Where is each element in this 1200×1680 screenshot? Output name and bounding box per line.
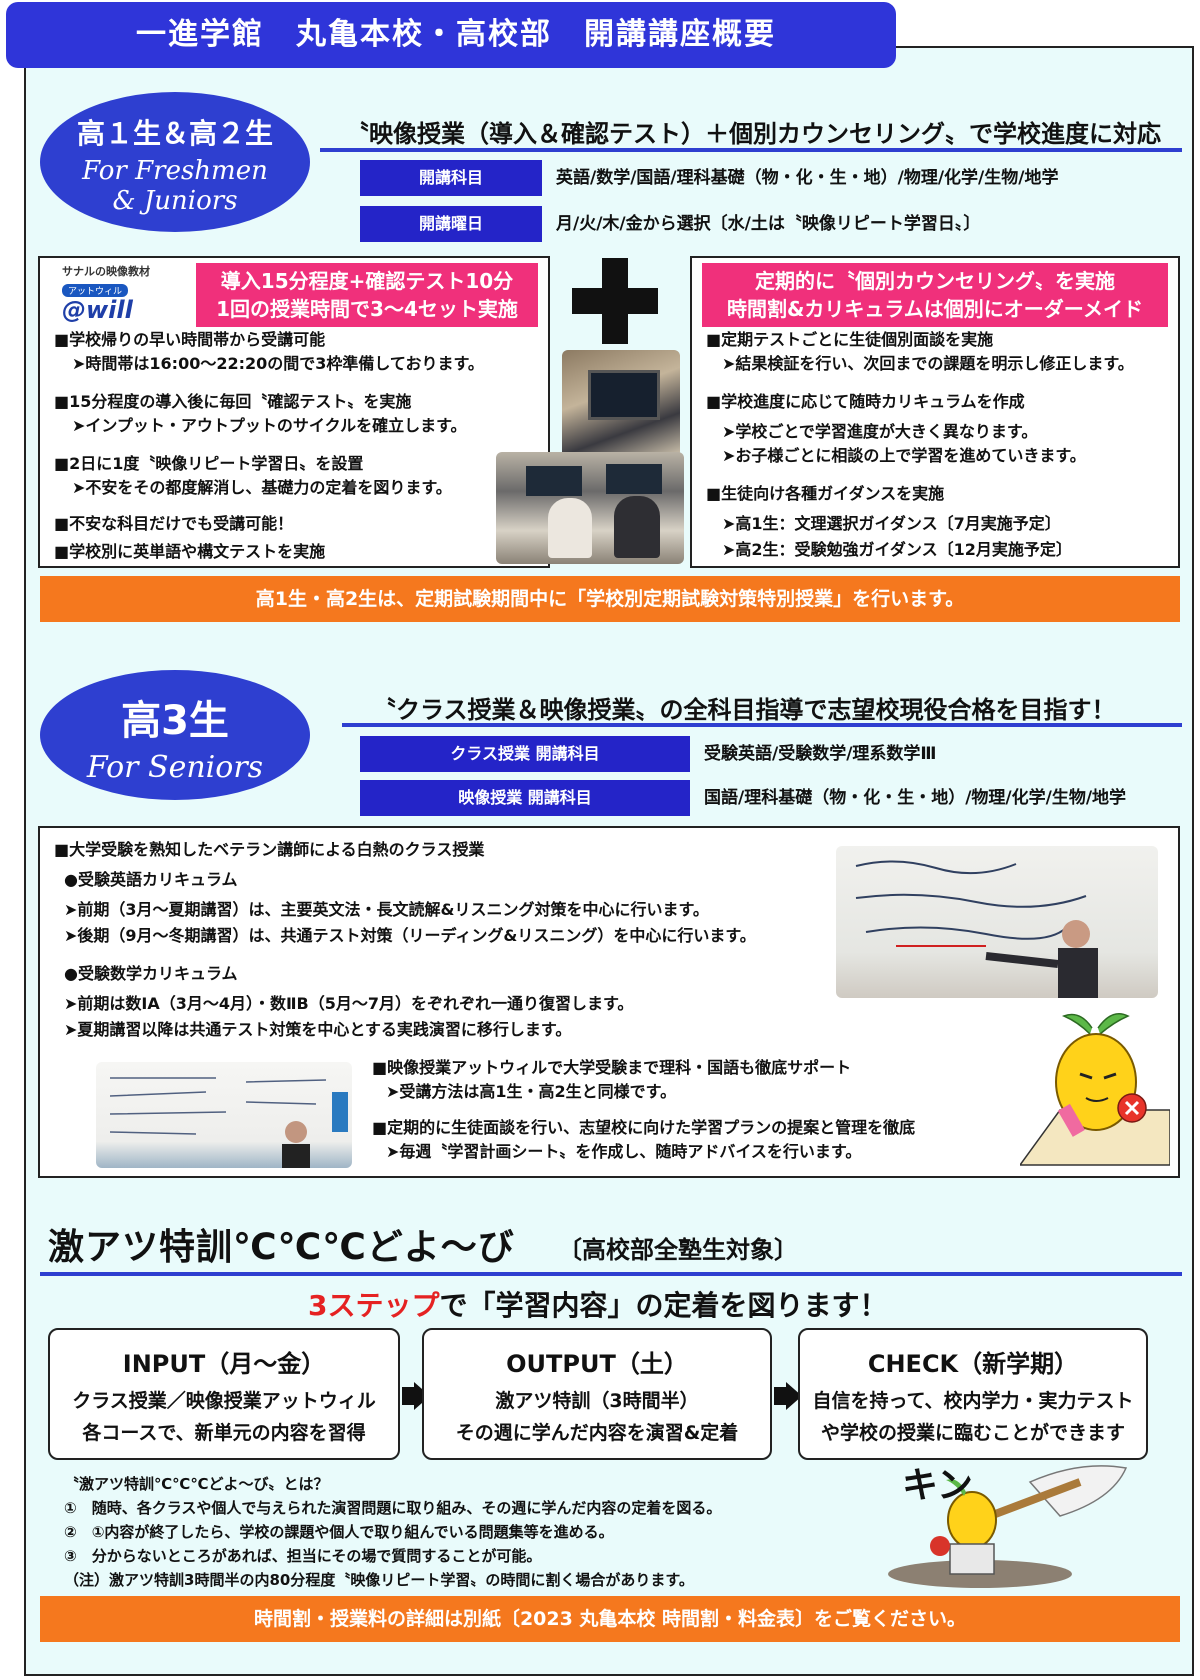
- step-desc-1: 激アツ特訓（3時間半）: [495, 1390, 699, 1412]
- counseling-line: ➤お子様ごとに相談の上で学習を進めていきます。: [722, 446, 1086, 465]
- counseling-pink-line-2: 時間割&カリキュラムは個別にオーダーメイド: [726, 297, 1144, 321]
- student-shape: [548, 498, 592, 558]
- video-line: ➤不安をその都度解消し、基礎力の定着を図ります。: [72, 478, 452, 497]
- senior-line: ➤後期（9月～冬期講習）は、共通テスト対策（リーディング&リスニング）を中心に行…: [64, 926, 756, 945]
- oval-grade: 高3生: [121, 698, 229, 744]
- logo-caption: サナルの映像教材: [62, 265, 150, 278]
- oval-grade: 高１生＆高２生: [76, 117, 273, 150]
- counseling-pink-line-1: 定期的に〝個別カウンセリング〟を実施: [755, 269, 1115, 293]
- video-line: ■不安な科目だけでも受講可能！: [54, 514, 294, 533]
- video-subjects-label: 映像授業 開講科目: [360, 780, 690, 816]
- batter-mascot-illustration: [888, 1465, 1128, 1588]
- senior-line: ➤前期（3月～夏期講習）は、主要英文法・長文読解&リスニング対策を中心に行います…: [64, 900, 709, 919]
- whiteboard-photo-teacher: [836, 846, 1158, 998]
- monitor-shape: [588, 370, 660, 420]
- section2-rule: [342, 723, 1182, 727]
- grade-oval-3: 高3生 For Seniors: [40, 670, 310, 800]
- sound-effect-kin: キン: [902, 1465, 973, 1506]
- video-line: ➤時間帯は16:00～22:20の間で3枠準備しております。: [72, 354, 484, 373]
- counseling-line: ■定期テストごとに生徒個別面談を実施: [706, 330, 994, 349]
- section2-headline: 〝クラス授業＆映像授業〟の全科目指導で志望校現役合格を目指す！: [372, 696, 1116, 724]
- days-value: 月/火/木/金から選択〔水/土は〝映像リピート学習日〟〕: [556, 214, 981, 234]
- screen-shape: [526, 466, 582, 496]
- oval-english-1: For Freshmen: [82, 156, 268, 186]
- counseling-line: ➤高1生：文理選択ガイダンス〔7月実施予定〕: [722, 514, 1061, 533]
- counseling-line: ➤学校ごとで学習進度が大きく異なります。: [722, 422, 1038, 441]
- section3-orange-notice: 時間割・授業料の詳細は別紙〔2023 丸亀本校 時間割・料金表〕をご覧ください。: [40, 1596, 1180, 1642]
- plus-icon-bar: [572, 288, 658, 314]
- training-note: ② ①内容が終了したら、学校の課題や個人で取り組んでいる問題集等を進める。: [64, 1523, 614, 1541]
- catch-red: 3ステップ: [308, 1289, 440, 1322]
- video-line: ■学校帰りの早い時間帯から受講可能: [54, 330, 326, 349]
- class-subjects-value: 受験英語/受験数学/理系数学Ⅲ: [704, 744, 937, 764]
- logo-kana: アットウィル: [62, 284, 129, 297]
- grade-oval-1-2: 高１生＆高２生 For Freshmen & Juniors: [40, 92, 310, 232]
- step-desc-2: 各コースで、新単元の内容を習得: [82, 1422, 366, 1444]
- training-title: 激アツ特訓℃℃℃どよ～び: [48, 1227, 515, 1268]
- step-desc-1: クラス授業／映像授業アットウィル: [72, 1390, 376, 1412]
- step-output: OUTPUT（土） 激アツ特訓（3時間半） その週に学んだ内容を演習&定着: [422, 1328, 772, 1460]
- counseling-line: ■学校進度に応じて随時カリキュラムを作成: [706, 392, 1025, 411]
- senior-line: ➤前期は数ⅠA（3月～4月）・数ⅡB（5月～7月）をぞれぞれ一通り復習します。: [64, 994, 634, 1013]
- classroom-photo-students: [496, 452, 684, 564]
- counseling-line: ➤高2生：受験勉強ガイダンス〔12月実施予定〕: [722, 540, 1072, 559]
- training-note: 〝激アツ特訓℃℃℃どよ～び〟とは？: [64, 1475, 329, 1493]
- step-check: CHECK（新学期） 自信を持って、校内学力・実力テスト や学校の授業に臨むこと…: [798, 1328, 1148, 1460]
- senior-line-2: ➤受講方法は高1生・高2生と同様です。: [386, 1082, 677, 1101]
- step-title: OUTPUT（土）: [506, 1350, 688, 1378]
- screen-shape: [606, 464, 662, 494]
- senior-line: ■大学受験を熟知したベテラン講師による白熱のクラス授業: [54, 840, 485, 859]
- video-line: ➤インプット・アウトプットのサイクルを確立します。: [72, 416, 467, 435]
- section1-headline: 〝映像授業（導入＆確認テスト）＋個別カウンセリング〟で学校進度に対応: [345, 120, 1161, 148]
- whiteboard-scribbles: [855, 860, 1098, 998]
- training-note: ③ 分からないところがあれば、担当にその場で質問することが可能。: [64, 1547, 542, 1565]
- step-title: CHECK（新学期）: [867, 1350, 1079, 1378]
- senior-line: ➤夏期講習以降は共通テスト対策を中心とする実践演習に移行します。: [64, 1020, 572, 1039]
- subjects-value: 英語/数学/国語/理科基礎（物・化・生・地）/物理/化学/生物/地学: [556, 168, 1059, 188]
- senior-line: ●受験数学カリキュラム: [64, 964, 238, 983]
- step-input: INPUT（月～金） クラス授業／映像授業アットウィル 各コースで、新単元の内容…: [48, 1328, 400, 1460]
- days-label: 開講曜日: [360, 206, 542, 242]
- step-desc-2: や学校の授業に臨むことができます: [820, 1422, 1125, 1444]
- section3-rule: [40, 1272, 1182, 1276]
- classroom-photo-monitor: [562, 350, 680, 458]
- senior-line: ●受験英語カリキュラム: [64, 870, 238, 889]
- training-title-sub: 〔高校部全塾生対象〕: [558, 1236, 798, 1264]
- video-pink-line-1: 導入15分程度+確認テスト10分: [220, 269, 514, 293]
- senior-line-2: ➤毎週〝学習計画シート〟を作成し、随時アドバイスを行います。: [386, 1142, 862, 1161]
- oval-english-2: & Juniors: [112, 186, 238, 216]
- whiteboard-photo-teacher-2: [96, 1062, 352, 1168]
- logo-wordmark: @will: [62, 296, 133, 324]
- student-shape: [614, 496, 660, 558]
- subjects-label: 開講科目: [360, 160, 542, 196]
- catch-rest: で「学習内容」の定着を図ります！: [439, 1289, 888, 1322]
- whiteboard-scribbles: [109, 1077, 348, 1168]
- training-catch: 3ステップで「学習内容」の定着を図ります！: [308, 1284, 888, 1324]
- step-title: INPUT（月～金）: [122, 1350, 326, 1378]
- video-pink-line-2: 1回の授業時間で3～4セット実施: [216, 297, 518, 321]
- video-line: ■15分程度の導入後に毎回〝確認テスト〟を実施: [54, 392, 412, 411]
- senior-line-2: ■定期的に生徒面談を行い、志望校に向けた学習プランの提案と管理を徹底: [372, 1118, 916, 1137]
- oval-english-1: For Seniors: [86, 750, 264, 785]
- step-desc-1: 自信を持って、校内学力・実力テスト: [812, 1390, 1134, 1412]
- video-subjects-value: 国語/理科基礎（物・化・生・地）/物理/化学/生物/地学: [704, 788, 1127, 808]
- counseling-pink-banner: 定期的に〝個別カウンセリング〟を実施 時間割&カリキュラムは個別にオーダーメイド: [702, 263, 1168, 327]
- video-line: ■2日に1度〝映像リピート学習日〟を設置: [54, 454, 364, 473]
- page-title: 一進学館 丸亀本校・高校部 開講講座概要: [6, 2, 896, 68]
- senior-line-2: ■映像授業アットウィルで大学受験まで理科・国語も徹底サポート: [372, 1058, 852, 1077]
- atwill-logo: サナルの映像教材 アットウィル @will: [62, 263, 178, 322]
- counseling-line: ■生徒向け各種ガイダンスを実施: [706, 484, 945, 503]
- training-note: ① 随時、各クラスや個人で与えられた演習問題に取り組み、その週に学んだ内容の定着…: [64, 1499, 722, 1517]
- step-desc-2: その週に学んだ内容を演習&定着: [455, 1422, 739, 1444]
- video-pink-banner: 導入15分程度+確認テスト10分 1回の授業時間で3～4セット実施: [196, 263, 538, 327]
- counseling-line: ➤結果検証を行い、次回までの課題を明示し修正します。: [722, 354, 1134, 373]
- section1-rule: [320, 148, 1182, 152]
- mascot-illustration: [1020, 1013, 1170, 1166]
- video-line: ■学校別に英単語や構文テストを実施: [54, 542, 326, 561]
- section1-orange-notice: 高1生・高2生は、定期試験期間中に「学校別定期試験対策特別授業」を行います。: [40, 576, 1180, 622]
- training-note: （注）激アツ特訓3時間半の内80分程度〝映像リピート学習〟の時間に割く場合があり…: [64, 1571, 694, 1589]
- class-subjects-label: クラス授業 開講科目: [360, 736, 690, 772]
